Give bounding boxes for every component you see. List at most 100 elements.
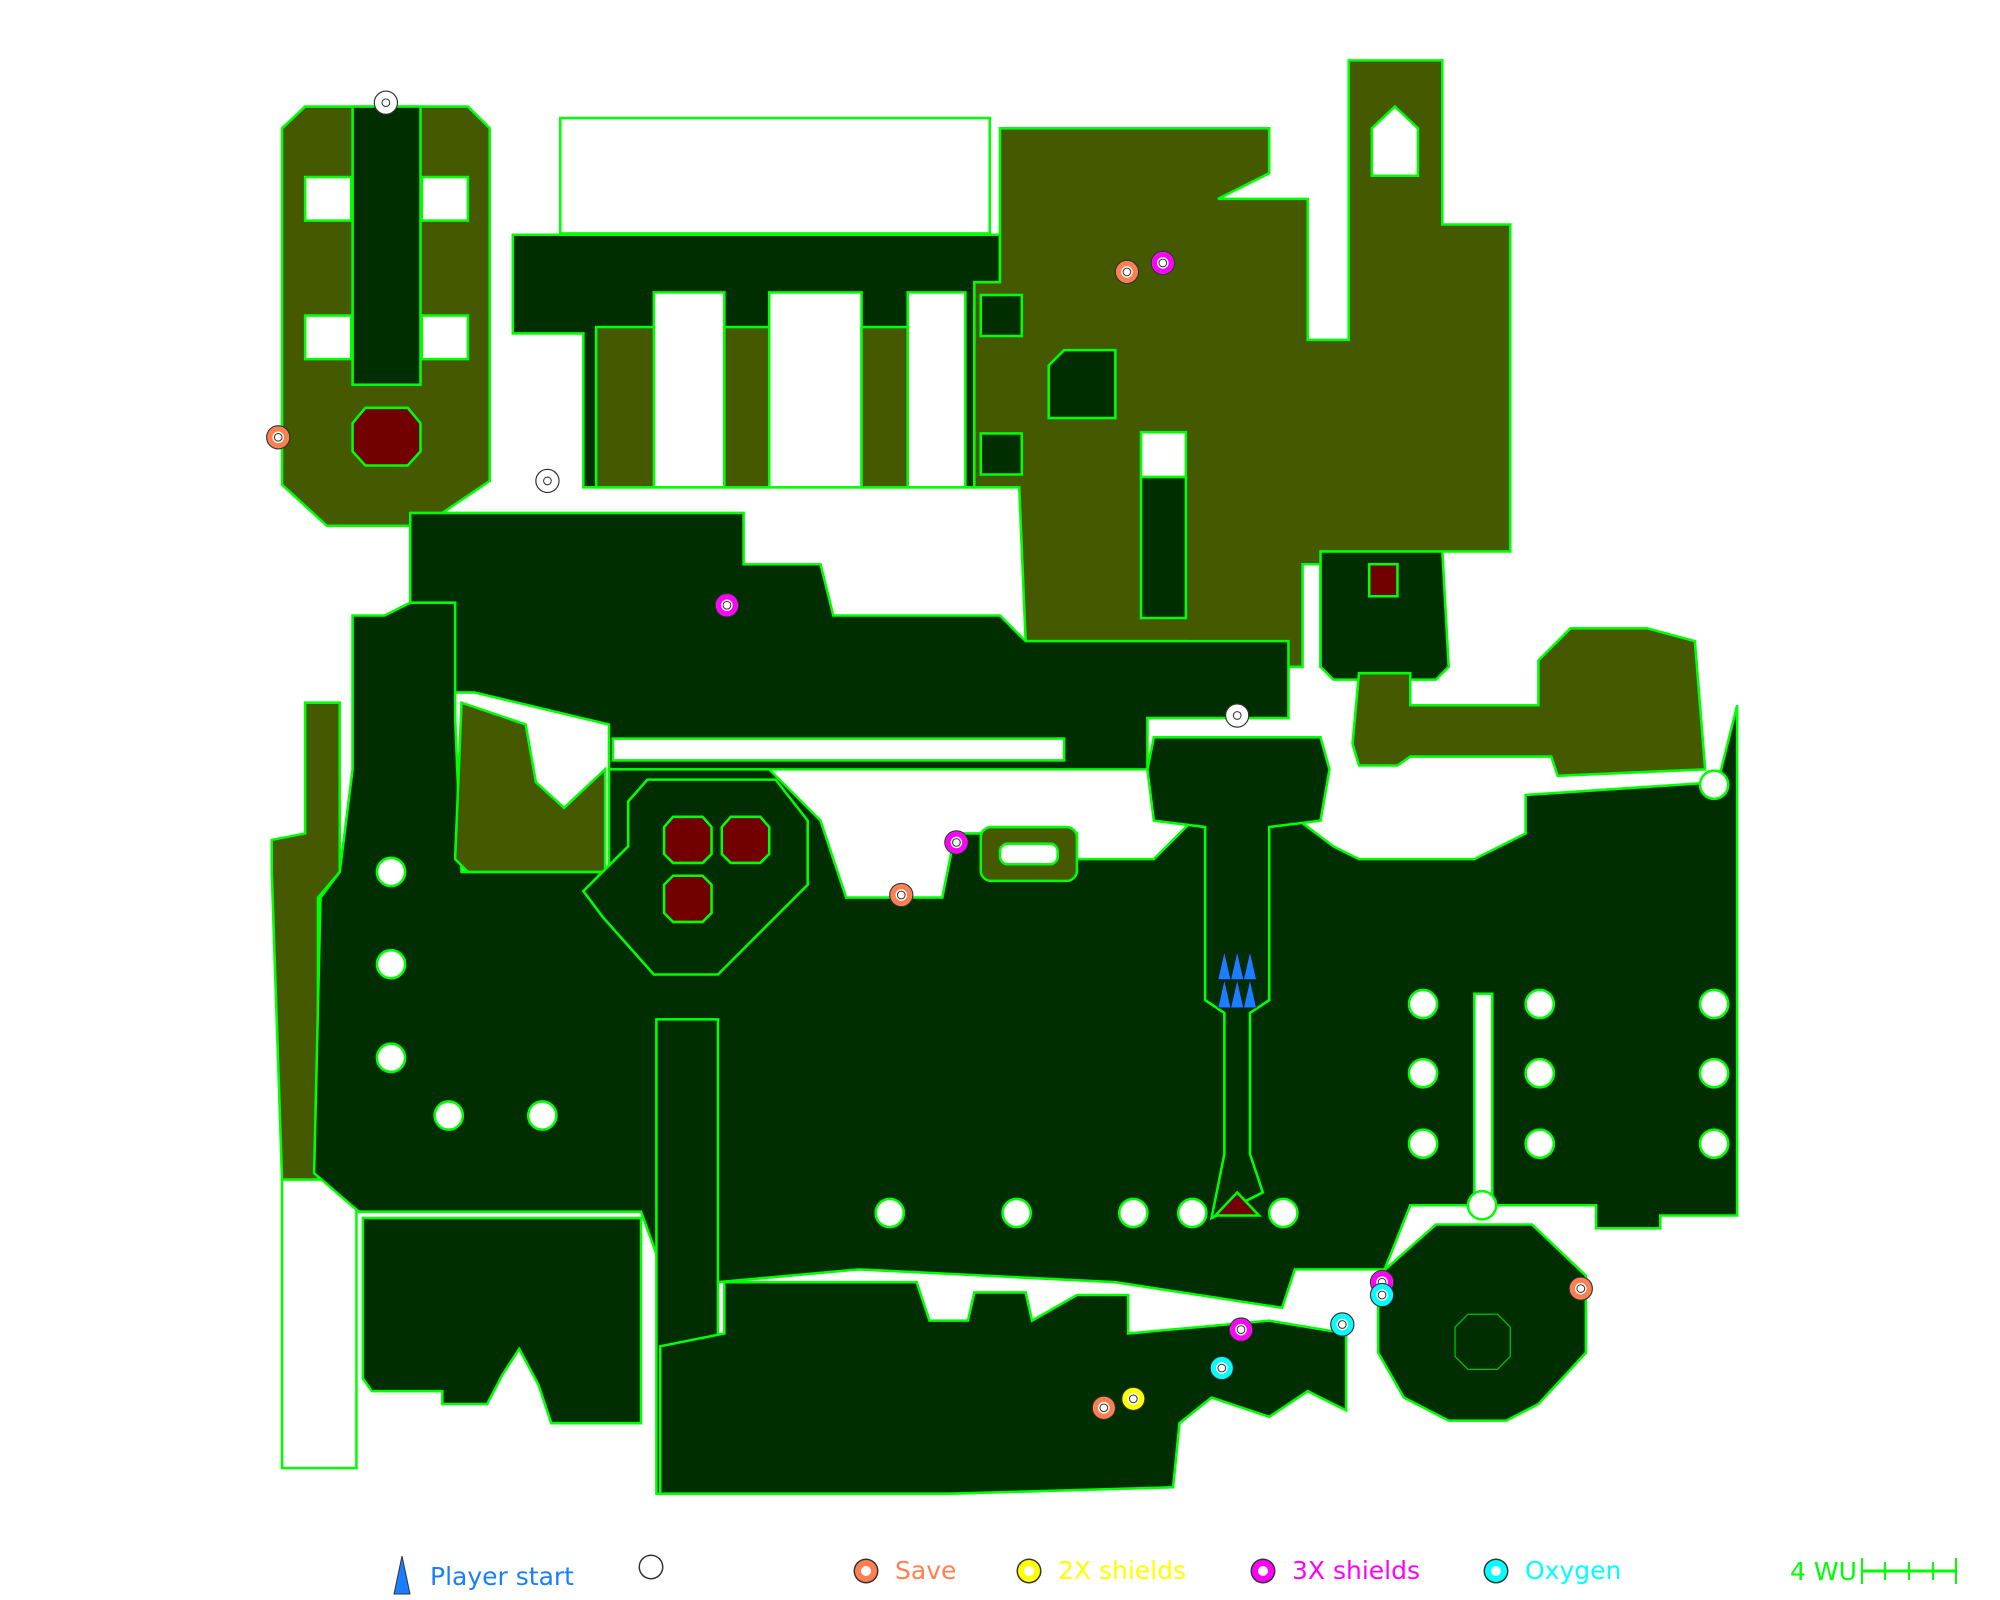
map-pillar bbox=[1698, 988, 1730, 1020]
map-pillar bbox=[1176, 1197, 1208, 1229]
map-hazard bbox=[720, 815, 771, 865]
map-hole bbox=[303, 175, 353, 222]
player-start-icon bbox=[1230, 979, 1244, 1009]
item-ring bbox=[375, 91, 397, 114]
map-hole bbox=[420, 314, 470, 361]
item-core bbox=[1377, 1290, 1387, 1300]
map-pillar bbox=[1267, 1197, 1299, 1229]
legend-3x-shields: 3X shields bbox=[1252, 1556, 1420, 1585]
item-ring bbox=[1210, 1357, 1233, 1379]
item-ring bbox=[1371, 1284, 1393, 1306]
map-pillar bbox=[1466, 1189, 1498, 1221]
item-ring bbox=[1151, 252, 1174, 274]
map-pillar bbox=[433, 1100, 465, 1131]
map-pillar bbox=[979, 432, 1024, 476]
map-octagon-center bbox=[1454, 1313, 1511, 1370]
map-hazard bbox=[1367, 562, 1399, 598]
map-pillar bbox=[1524, 988, 1556, 1020]
legend-unlabeled-item bbox=[640, 1556, 662, 1578]
legend-label: 3X shields bbox=[1292, 1556, 1421, 1585]
item-ring bbox=[1092, 1396, 1115, 1419]
item-core bbox=[273, 432, 283, 442]
map-pillar bbox=[1524, 1128, 1556, 1160]
item-core bbox=[1576, 1284, 1586, 1293]
item-core bbox=[896, 890, 906, 900]
item-ring bbox=[1569, 1277, 1592, 1300]
map-pillar bbox=[526, 1100, 558, 1131]
item-ring bbox=[1331, 1313, 1354, 1336]
map-region-east-balcony bbox=[1319, 550, 1451, 681]
player-start-icon bbox=[1217, 979, 1232, 1009]
item-core bbox=[1128, 1394, 1138, 1404]
map-pillar bbox=[1698, 769, 1730, 801]
map-hole bbox=[1139, 430, 1188, 479]
item-ring bbox=[1230, 1318, 1252, 1341]
map-hole bbox=[303, 314, 353, 361]
white-ring-icon bbox=[640, 1556, 662, 1578]
item-core bbox=[543, 476, 552, 486]
legend-save: Save bbox=[855, 1556, 956, 1585]
item-ring bbox=[1122, 1387, 1145, 1410]
item-core bbox=[1337, 1320, 1347, 1329]
map-shaft bbox=[1139, 475, 1188, 620]
map-region-central-corridor bbox=[408, 511, 1290, 771]
map-pillar bbox=[1698, 1057, 1730, 1089]
player-start-icon bbox=[393, 1556, 411, 1595]
map-pillar bbox=[874, 1197, 906, 1229]
map-pillar bbox=[1117, 1197, 1149, 1229]
map-region-south-hall bbox=[361, 1216, 643, 1425]
legend-scale: 4 WU bbox=[1790, 1556, 1957, 1586]
legend: Player start Save 2X shields 3X shields … bbox=[0, 1548, 2000, 1600]
map-hazard bbox=[662, 874, 713, 924]
map-pillar bbox=[375, 948, 407, 980]
map-ledge bbox=[594, 325, 656, 489]
legend-player-start: Player start bbox=[392, 1556, 574, 1596]
item-ring bbox=[267, 426, 290, 449]
oxygen-ring-icon bbox=[1485, 1559, 1507, 1582]
map-pillar bbox=[979, 293, 1024, 338]
map-pillar bbox=[1524, 1057, 1556, 1089]
legend-label: Save bbox=[895, 1556, 957, 1585]
map-hazard bbox=[1212, 1190, 1262, 1217]
map-pillar bbox=[1047, 348, 1117, 420]
map-pillar bbox=[1407, 1128, 1439, 1160]
map-region-southeast-octagon bbox=[1376, 1223, 1588, 1422]
map-region-southwest-shaft bbox=[280, 1178, 358, 1470]
item-core bbox=[722, 600, 732, 610]
legend-2x-shields: 2X shields bbox=[1018, 1556, 1186, 1585]
item-core bbox=[1217, 1363, 1227, 1373]
map-region-stair bbox=[351, 105, 422, 387]
item-core bbox=[1236, 1325, 1246, 1334]
map-pillar bbox=[375, 856, 407, 888]
player-start-icon bbox=[1243, 979, 1257, 1009]
item-core bbox=[1122, 267, 1132, 277]
map-hazard bbox=[351, 406, 422, 467]
item-ring bbox=[1226, 704, 1249, 727]
map-hole bbox=[998, 842, 1059, 866]
legend-label: 2X shields bbox=[1058, 1556, 1187, 1585]
save-ring-icon bbox=[855, 1559, 877, 1582]
legend-label: Oxygen bbox=[1525, 1556, 1622, 1585]
item-core bbox=[1099, 1403, 1109, 1413]
item-core bbox=[1158, 258, 1168, 268]
map-hole bbox=[767, 291, 863, 489]
shield-2x-ring-icon bbox=[1018, 1559, 1040, 1582]
item-ring bbox=[1116, 261, 1138, 283]
scale-label: 4 WU bbox=[1790, 1556, 1857, 1586]
map-region-south-passage bbox=[658, 1280, 1348, 1495]
item-core bbox=[952, 838, 961, 847]
item-ring bbox=[945, 831, 968, 854]
scale-bar-icon bbox=[1860, 1558, 1957, 1584]
map-ledge bbox=[860, 325, 909, 489]
map-hole bbox=[1473, 992, 1494, 1207]
shield-3x-ring-icon bbox=[1252, 1559, 1274, 1582]
map-region-west-ledge bbox=[453, 700, 607, 874]
map-hole bbox=[652, 291, 726, 489]
map-hole bbox=[420, 175, 470, 222]
map-pillar bbox=[1698, 1128, 1730, 1160]
map-region-top-hall bbox=[558, 116, 992, 235]
map-region-east-ledge bbox=[1351, 627, 1707, 778]
item-ring bbox=[890, 884, 913, 906]
map-pillar bbox=[1407, 1057, 1439, 1089]
